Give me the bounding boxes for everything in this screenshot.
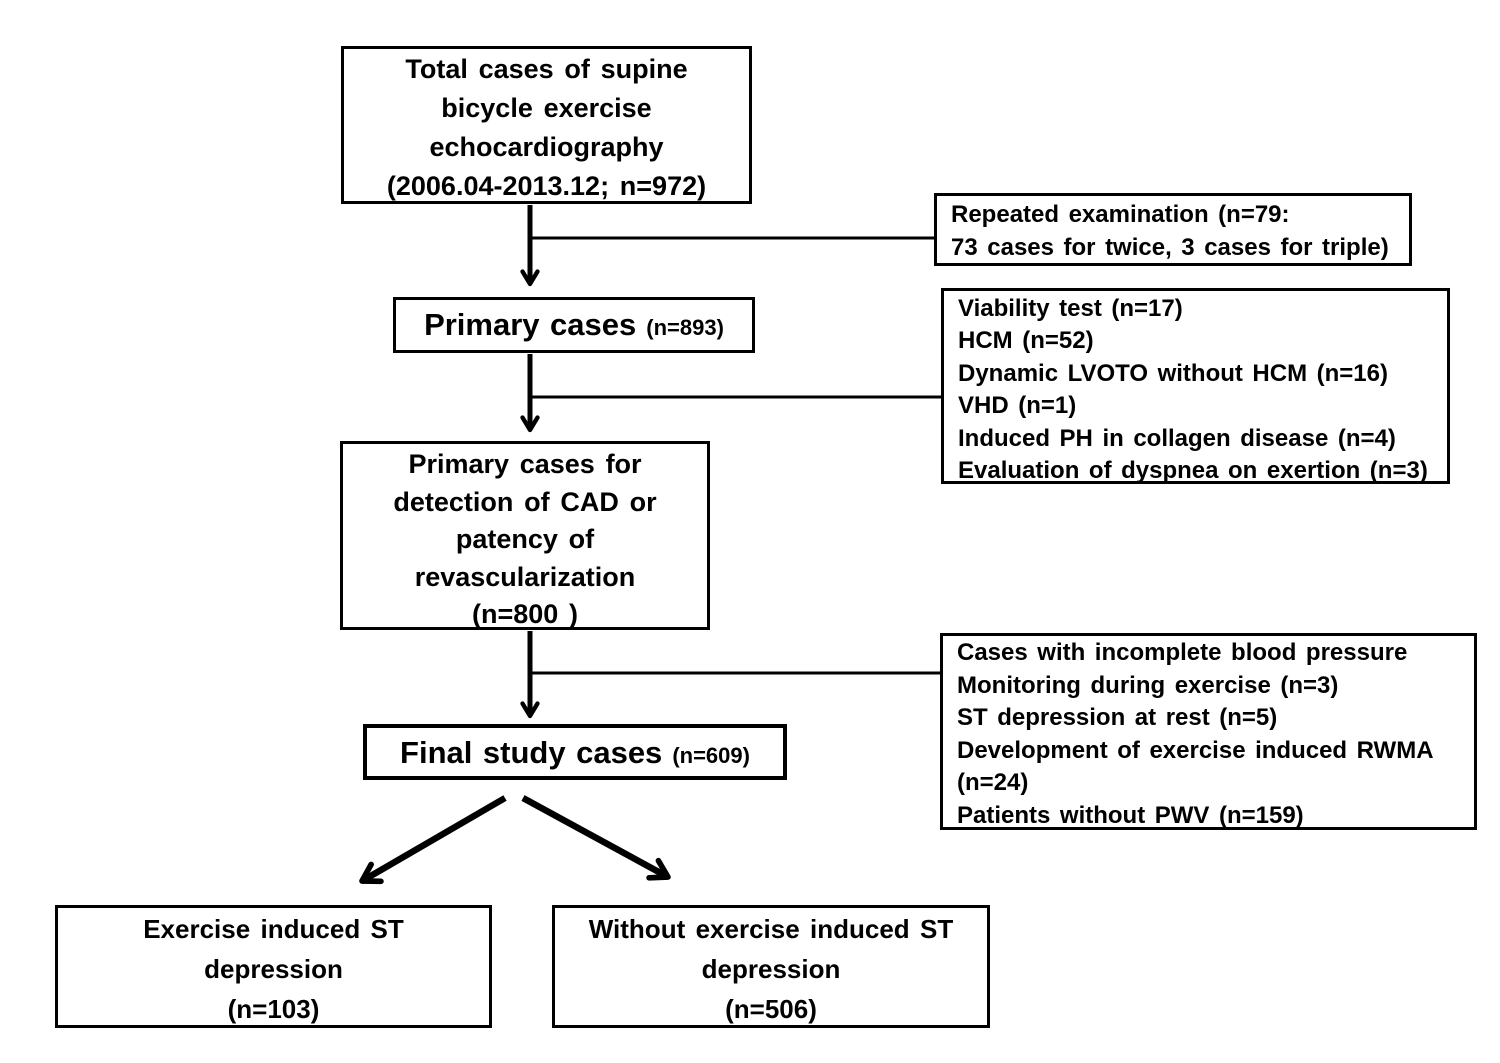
cad-box-line: (n=800 ) (471, 599, 579, 629)
primary-cases-label: Primary cases (424, 307, 637, 342)
no-st-depression-line: Without exercise induced ST (588, 914, 954, 944)
exclusion-item: Development of exercise induced RWMA (957, 736, 1434, 764)
exclusion-item: ST depression at rest (n=5) (957, 704, 1278, 732)
total-cases-line: Total cases of supine (405, 54, 688, 84)
exclusion-item: (n=24) (957, 769, 1029, 797)
box-repeated-examination: Repeated examination (n=79: 73 cases for… (934, 193, 1412, 266)
box-primary-cases-cad: Primary cases for detection of CAD or pa… (340, 441, 710, 630)
exclusion-item: Patients without PWV (n=159) (957, 801, 1304, 829)
cad-box-line: Primary cases for (408, 449, 642, 479)
primary-cases-count: (n=893) (646, 315, 724, 340)
st-depression-line: Exercise induced ST (143, 914, 404, 944)
exclusion-item: Evaluation of dyspnea on exertion (n=3) (958, 457, 1428, 485)
total-cases-line: echocardiography (429, 132, 664, 162)
box-exclusions-after-cad: Cases with incomplete blood pressure Mon… (940, 633, 1477, 830)
exclusion-item: HCM (n=52) (958, 327, 1094, 355)
exclusion-item: VHD (n=1) (958, 392, 1077, 420)
box-without-exercise-induced-st-depression: Without exercise induced ST depression (… (552, 905, 990, 1028)
exclusion-item: Monitoring during exercise (n=3) (957, 671, 1339, 699)
final-study-cases-label: Final study cases (400, 735, 663, 770)
cad-box-line: revascularization (414, 561, 636, 592)
st-depression-line: (n=103) (227, 994, 320, 1024)
st-depression-line: depression (204, 954, 343, 984)
total-cases-line: bicycle exercise (441, 93, 652, 123)
arrow-final-to-no-st-depression (521, 795, 671, 881)
cad-box-line: patency of (455, 524, 595, 554)
repeated-examination-line: Repeated examination (n=79: (951, 201, 1290, 228)
box-final-study-cases: Final study cases (n=609) (363, 724, 787, 780)
exclusion-item: Dynamic LVOTO without HCM (n=16) (958, 359, 1388, 387)
box-primary-cases: Primary cases (n=893) (393, 297, 755, 353)
exclusion-item: Induced PH in collagen disease (n=4) (958, 424, 1396, 452)
box-total-cases: Total cases of supine bicycle exercise e… (341, 46, 752, 204)
no-st-depression-line: (n=506) (725, 994, 817, 1024)
exclusion-item: Viability test (n=17) (958, 295, 1183, 322)
box-exercise-induced-st-depression: Exercise induced ST depression (n=103) (55, 905, 492, 1028)
exclusion-item: Cases with incomplete blood pressure (957, 639, 1408, 666)
repeated-examination-line: 73 cases for twice, 3 cases for triple) (951, 234, 1389, 261)
box-exclusions-after-primary: Viability test (n=17) HCM (n=52) Dynamic… (941, 288, 1450, 484)
final-study-cases-count: (n=609) (672, 743, 750, 768)
no-st-depression-line: depression (701, 954, 841, 984)
cad-box-line: detection of CAD or (393, 486, 657, 517)
arrow-final-to-st-depression (359, 795, 507, 885)
total-cases-line: (2006.04-2013.12; n=972) (386, 171, 707, 201)
